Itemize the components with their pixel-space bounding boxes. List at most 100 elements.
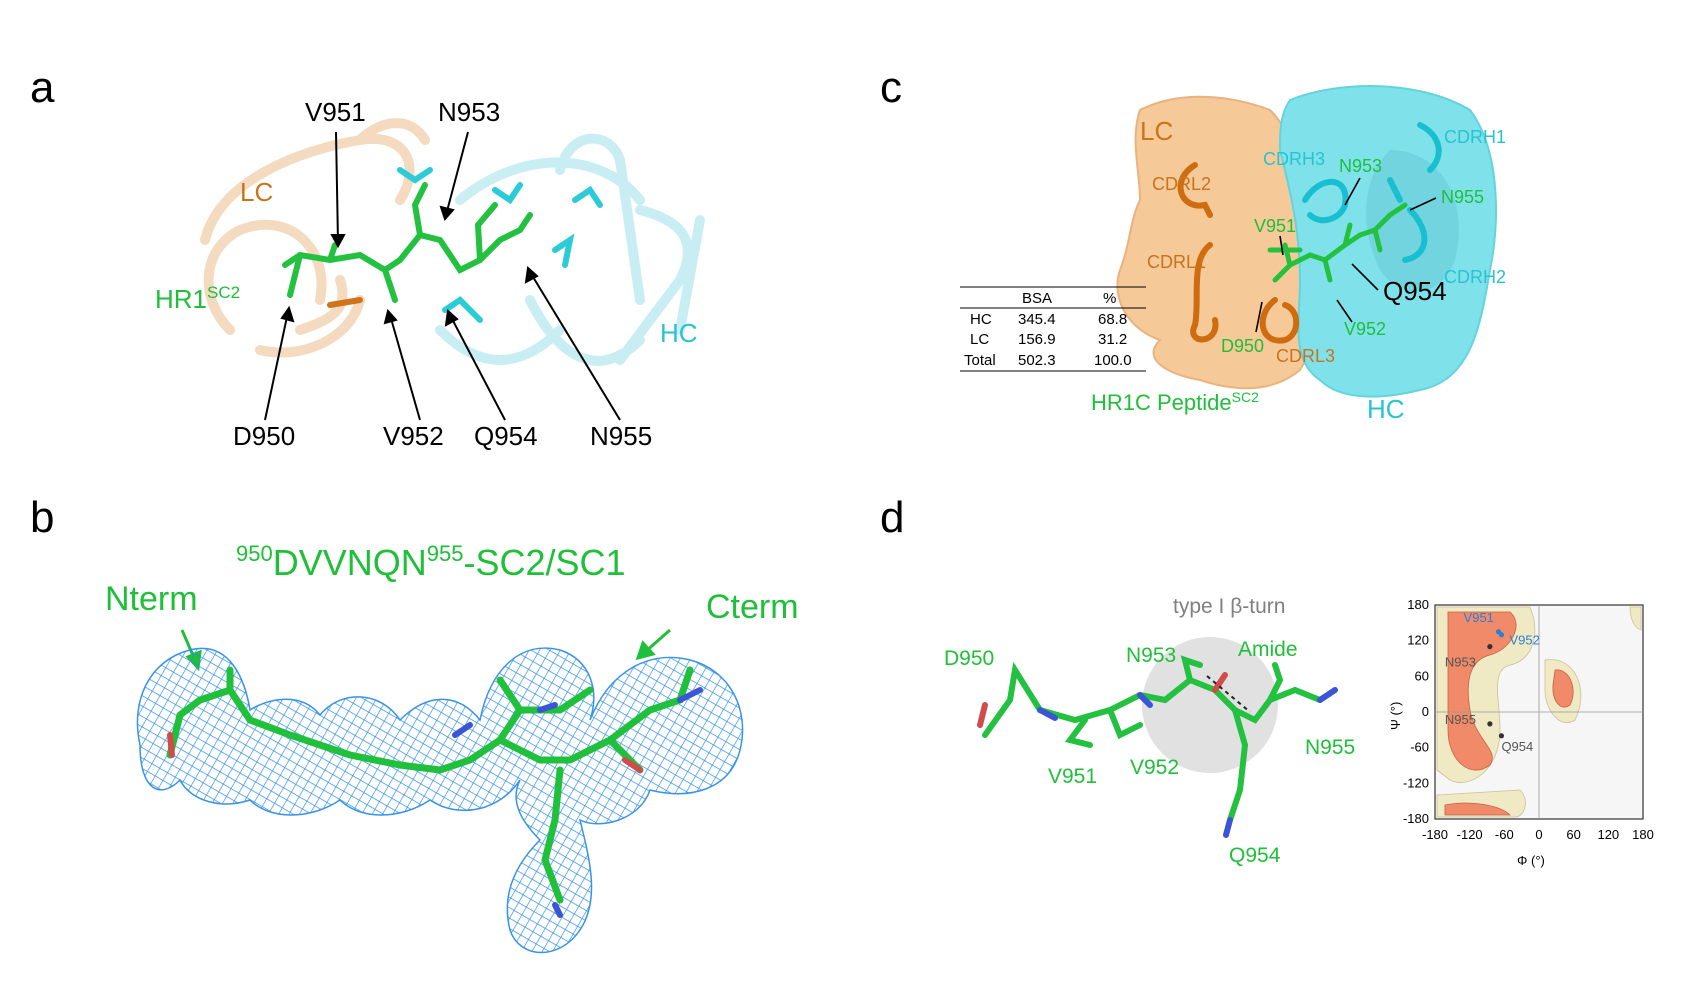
panel-b-atoms — [167, 687, 703, 918]
rama-x-ticks: -180 -120 -60 0 60 120 180 — [1422, 827, 1654, 842]
rama-x-tick: 0 — [1535, 827, 1542, 842]
panel-c-lc-loops — [1177, 162, 1300, 344]
rama-point-label: V952 — [1509, 633, 1539, 648]
rama-y-tick: -180 — [1403, 811, 1429, 826]
panel-c-hc-label: HC — [1367, 394, 1405, 424]
panel-a-res-v952: V952 — [383, 421, 444, 451]
bsa-header-pct: % — [1103, 290, 1116, 307]
rama-point — [1498, 632, 1505, 638]
panel-c: c LC HC CDRH1 CDRH3 — [880, 63, 1506, 424]
panel-c-cdr-h1: CDRH1 — [1444, 127, 1506, 147]
panel-c-res-d950: D950 — [1221, 336, 1264, 356]
panel-a-lc-stick — [327, 297, 363, 308]
panel-d-amide: Amide — [1238, 638, 1298, 661]
panel-c-res-n955: N955 — [1441, 187, 1484, 207]
panel-c-hc-groove — [1366, 150, 1459, 292]
panel-a: a — [30, 63, 705, 451]
panel-a-letter: a — [30, 63, 55, 112]
panel-c-lc-label: LC — [1140, 116, 1173, 146]
panel-c-res-v952: V952 — [1344, 319, 1386, 339]
panel-d-peptide — [982, 655, 1323, 823]
panel-a-res-q954: Q954 — [474, 421, 538, 451]
panel-b-mesh — [136, 647, 744, 954]
panel-c-arrows — [1255, 177, 1437, 333]
rama-y-tick: -120 — [1403, 775, 1429, 790]
panel-a-peptide-sticks — [282, 182, 533, 303]
panel-c-cdr-l1: CDRL1 — [1147, 252, 1206, 272]
rama-point — [1487, 721, 1493, 727]
panel-c-peptide — [1267, 202, 1408, 283]
panel-d-res-q954: Q954 — [1229, 844, 1281, 867]
panel-c-cdr-l3: CDRL3 — [1276, 346, 1335, 366]
panel-a-lc-label: LC — [240, 177, 273, 207]
rama-x-tick: -180 — [1422, 827, 1448, 842]
bsa-row-lc-pct: 31.2 — [1098, 331, 1127, 348]
rama-y-tick: -60 — [1410, 740, 1429, 755]
bsa-row-total-bsa: 502.3 — [1018, 352, 1056, 369]
bsa-header-bsa: BSA — [1022, 290, 1052, 307]
panel-a-res-n953: N953 — [438, 97, 500, 127]
panel-c-res-n953: N953 — [1339, 156, 1382, 176]
rama-point — [1498, 733, 1505, 739]
rama-point — [1487, 644, 1493, 650]
panel-b-cterm: Cterm — [706, 588, 799, 626]
panel-a-arrows — [264, 131, 621, 421]
panel-b: b 950DVVNQN955-SC2/SC1 Nterm Cterm — [30, 493, 799, 954]
rama-y-tick: 180 — [1407, 597, 1429, 612]
bsa-row-hc-name: HC — [970, 311, 992, 328]
bsa-row-lc-bsa: 156.9 — [1018, 331, 1056, 348]
panel-a-res-n955: N955 — [590, 421, 652, 451]
panel-c-res-q954: Q954 — [1383, 276, 1447, 306]
panel-d-hbond — [1206, 675, 1251, 713]
panel-d: d type I β-turn Amide D950 N953 V951 V95… — [880, 493, 1654, 868]
rama-point-label: V951 — [1464, 610, 1494, 625]
panel-a-hc-sticks — [397, 167, 603, 323]
panel-d-letter: d — [880, 493, 904, 542]
panel-c-peptide-label: HR1C PeptideSC2 — [1091, 389, 1259, 415]
panel-c-res-v951: V951 — [1254, 216, 1296, 236]
panel-c-letter: c — [880, 63, 902, 112]
panel-d-turn-label: type I β-turn — [1173, 595, 1285, 618]
rama-y-tick: 0 — [1422, 704, 1429, 719]
panel-d-res-v952: V952 — [1130, 756, 1179, 779]
panel-c-bsa-table: BSA % HC 345.4 68.8 LC 156.9 31.2 Total … — [960, 286, 1146, 372]
rama-y-tick: 120 — [1407, 633, 1429, 648]
panel-b-term-arrows — [180, 628, 671, 672]
bsa-row-total-name: Total — [964, 352, 996, 369]
panel-a-hc-label: HC — [660, 318, 698, 348]
panel-a-res-v951: V951 — [305, 97, 366, 127]
rama-point-label: N953 — [1445, 655, 1476, 670]
rama-x-tick: -120 — [1457, 827, 1483, 842]
panel-b-nterm: Nterm — [105, 580, 198, 618]
panel-d-res-d950: D950 — [944, 647, 994, 670]
bsa-row-hc-pct: 68.8 — [1098, 311, 1127, 328]
rama-point-label: Q954 — [1501, 739, 1533, 754]
panel-a-res-d950: D950 — [233, 421, 295, 451]
panel-b-letter: b — [30, 493, 54, 542]
panel-d-res-n953: N953 — [1126, 644, 1176, 667]
panel-d-atoms — [977, 672, 1338, 838]
panel-c-cdr-l2: CDRL2 — [1152, 174, 1211, 194]
rama-x-label: Φ (°) — [1517, 853, 1545, 868]
rama-y-ticks: -180 -120 -60 0 60 120 180 — [1403, 597, 1429, 826]
rama-x-tick: 60 — [1566, 827, 1580, 842]
bsa-row-total-pct: 100.0 — [1094, 352, 1132, 369]
rama-y-label: Ψ (°) — [1388, 702, 1403, 730]
bsa-row-hc-bsa: 345.4 — [1018, 311, 1056, 328]
panel-d-res-v951: V951 — [1048, 765, 1097, 788]
rama-x-tick: -60 — [1495, 827, 1514, 842]
panel-c-cdr-h2: CDRH2 — [1444, 267, 1506, 287]
rama-x-tick: 120 — [1597, 827, 1619, 842]
rama-y-tick: 60 — [1415, 668, 1429, 683]
panel-a-hr1-label: HR1SC2 — [155, 283, 240, 314]
bsa-row-lc-name: LC — [970, 331, 989, 348]
panel-b-title: 950DVVNQN955-SC2/SC1 — [236, 541, 626, 583]
panel-d-res-n955: N955 — [1305, 736, 1355, 759]
rama-x-tick: 180 — [1632, 827, 1654, 842]
rama-core-regions — [1444, 611, 1574, 816]
rama-point-label: N955 — [1445, 712, 1476, 727]
panel-c-cdr-h3: CDRH3 — [1263, 149, 1325, 169]
